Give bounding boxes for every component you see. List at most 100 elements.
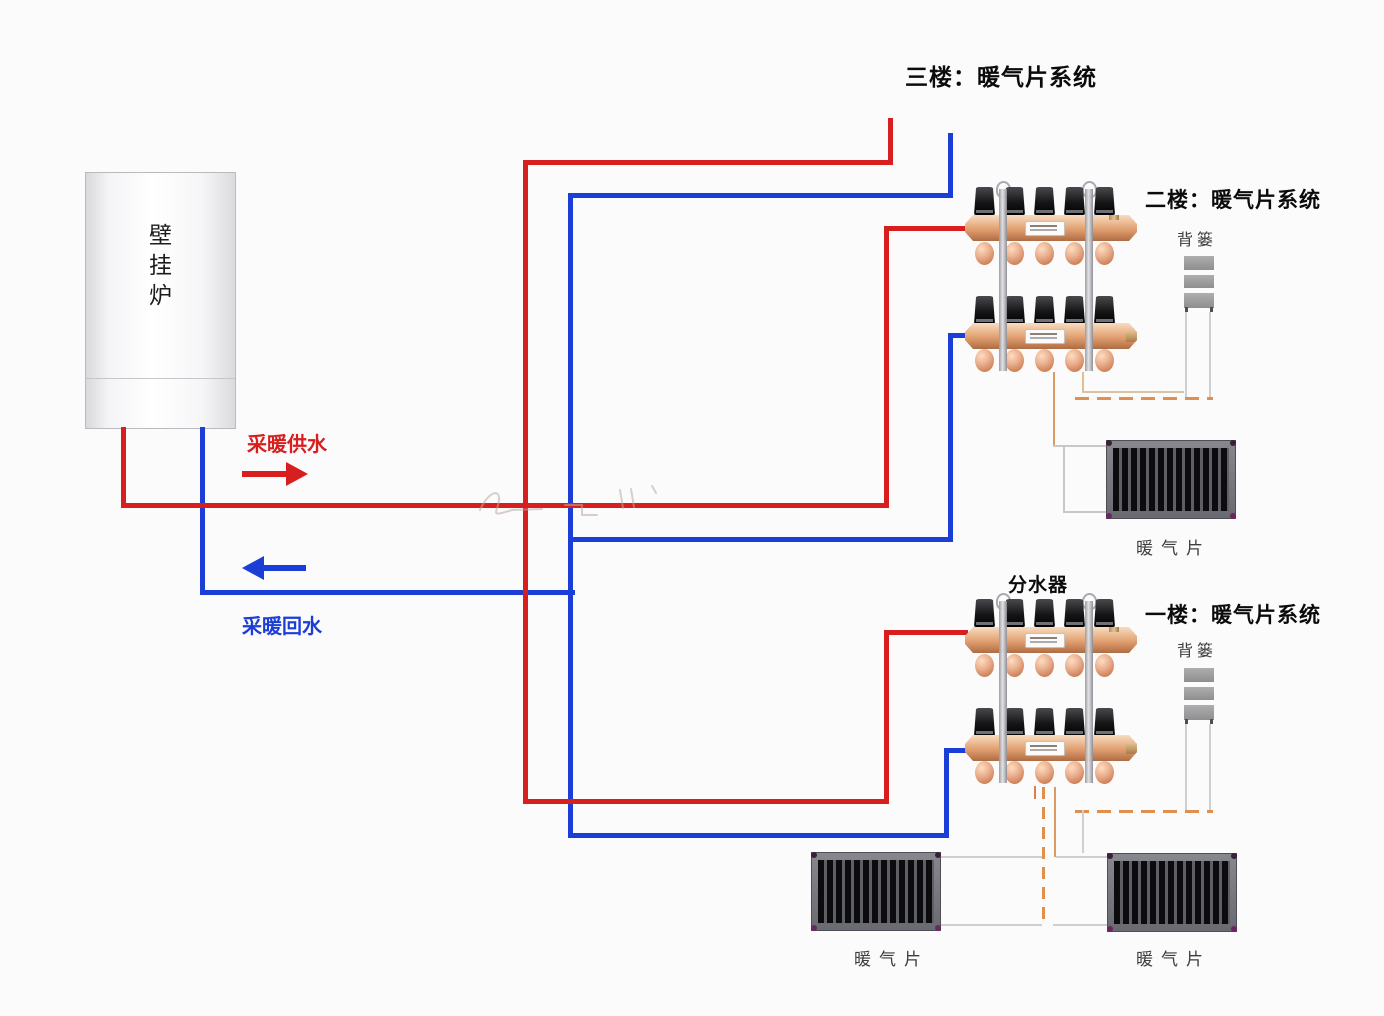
rack-leg — [1185, 719, 1188, 724]
radiator-corner — [1106, 513, 1112, 519]
valve-actuator — [1064, 187, 1085, 215]
floor1-title: 一楼：暖气片系统 — [1145, 603, 1321, 627]
manifold-1f — [965, 593, 1145, 789]
towel-rack-1f — [1184, 668, 1214, 724]
watermark — [479, 485, 657, 516]
manifold-title: 分水器 — [1008, 574, 1069, 596]
rack-bar — [1184, 705, 1214, 720]
supply-pipe-stub-3f — [888, 118, 893, 165]
radiator-corner — [1231, 926, 1237, 932]
valve-actuator — [1004, 599, 1025, 627]
manifold-port-cap — [1095, 242, 1114, 265]
boiler-label-char: 壁 — [149, 223, 172, 249]
supply-pipe-stub-1f — [884, 630, 968, 635]
radiator-return-line — [1063, 511, 1107, 513]
valve-actuator — [974, 187, 995, 215]
valve-actuator-row — [965, 599, 1137, 627]
radiator-corner — [1107, 926, 1113, 932]
valve-actuator — [974, 708, 995, 736]
manifold-stub-line — [1034, 786, 1036, 799]
manifold-cap-row — [965, 654, 1137, 682]
rack-leg — [1210, 307, 1213, 312]
valve-actuator-row — [965, 187, 1137, 215]
supply-pipe-riser-main — [523, 160, 528, 804]
manifold-port-cap — [1035, 349, 1054, 372]
return-pipe-boiler-drop — [200, 427, 205, 595]
valve-actuator-row — [965, 708, 1137, 736]
radiator-corner — [1106, 440, 1112, 446]
radiator-feed-line — [1054, 787, 1056, 857]
radiator-fins — [1113, 448, 1229, 511]
radiator-1f-left — [811, 852, 941, 931]
branch-line — [1082, 810, 1084, 853]
valve-actuator — [1064, 599, 1085, 627]
rack-bar — [1184, 275, 1214, 288]
valve-actuator — [1094, 187, 1115, 215]
radiator-corner — [811, 925, 817, 931]
branch-line — [1082, 391, 1184, 393]
valve-actuator — [1094, 599, 1115, 627]
manifold-port-cap — [1035, 242, 1054, 265]
floor3-title: 三楼：暖气片系统 — [905, 65, 1097, 91]
radiator-label-1f-right: 暖气片 — [1136, 950, 1211, 970]
radiator-feed-line — [1053, 372, 1055, 447]
radiator-corner — [811, 852, 817, 858]
mounting-bracket — [1085, 601, 1093, 783]
valve-actuator — [1034, 599, 1055, 627]
return-pipe-riser-2f — [948, 335, 953, 542]
manifold-port-cap — [1005, 654, 1024, 677]
supply-pipe-top-horizontal — [523, 160, 893, 165]
air-vent-valve — [1109, 627, 1119, 632]
radiator-link-line — [938, 924, 1042, 926]
radiator-label-1f-left: 暖气片 — [854, 950, 929, 970]
manifold-port-cap — [975, 761, 994, 784]
return-pipe-stub-2f — [948, 333, 968, 338]
boiler-panel-divider — [86, 378, 235, 379]
drain-fitting — [1126, 743, 1137, 754]
manifold-port-cap — [1065, 761, 1084, 784]
radiator-return-line — [1063, 446, 1065, 512]
manifold-port-cap — [975, 242, 994, 265]
basket-label-2f: 背篓 — [1177, 230, 1218, 249]
manifold-port-cap — [1035, 654, 1054, 677]
radiator-corner — [935, 925, 941, 931]
rack-drop-line — [1209, 724, 1211, 810]
supply-pipe-riser-1f — [884, 632, 889, 804]
valve-actuator — [1034, 187, 1055, 215]
radiator-corner — [935, 852, 941, 858]
valve-actuator — [1034, 708, 1055, 736]
boiler-label-char: 炉 — [149, 283, 172, 309]
radiator-corner — [1231, 853, 1237, 859]
valve-actuator — [1094, 708, 1115, 736]
manifold-port-cap — [1005, 761, 1024, 784]
rack-drop-line — [1185, 724, 1187, 810]
manifold-port-cap — [1005, 349, 1024, 372]
rack-bar — [1184, 293, 1214, 308]
wall-hung-boiler: 壁 挂 炉 — [85, 172, 236, 429]
floor2-title: 二楼：暖气片系统 — [1145, 188, 1321, 212]
towel-rack-2f — [1184, 256, 1214, 312]
rack-bar — [1184, 668, 1214, 682]
valve-actuator — [1064, 708, 1085, 736]
boiler-label-char: 挂 — [149, 253, 172, 279]
manifold-port-cap — [1095, 349, 1114, 372]
return-pipe-top-horizontal — [568, 193, 953, 198]
manifold-port-cap — [975, 654, 994, 677]
radiator-label-2f: 暖气片 — [1136, 539, 1211, 559]
floor-loop-dashed-line — [1075, 397, 1213, 400]
supply-pipe-riser-2f — [884, 226, 889, 508]
manifold-port-cap — [1095, 761, 1114, 784]
return-manifold-bar — [965, 323, 1137, 349]
valve-actuator — [1004, 296, 1025, 324]
drain-fitting — [1126, 331, 1137, 342]
radiator-link-line — [938, 856, 1042, 858]
rack-drop-line — [1209, 312, 1211, 398]
supply-pipe-bottom-horizontal — [523, 799, 889, 804]
basket-label-1f: 背篓 — [1177, 641, 1218, 660]
supply-manifold-bar — [965, 627, 1137, 653]
return-water-label: 采暖回水 — [242, 614, 322, 638]
manifold-port-cap — [1065, 654, 1084, 677]
radiator-feed-line — [1053, 445, 1107, 447]
radiator-corner — [1230, 513, 1236, 519]
